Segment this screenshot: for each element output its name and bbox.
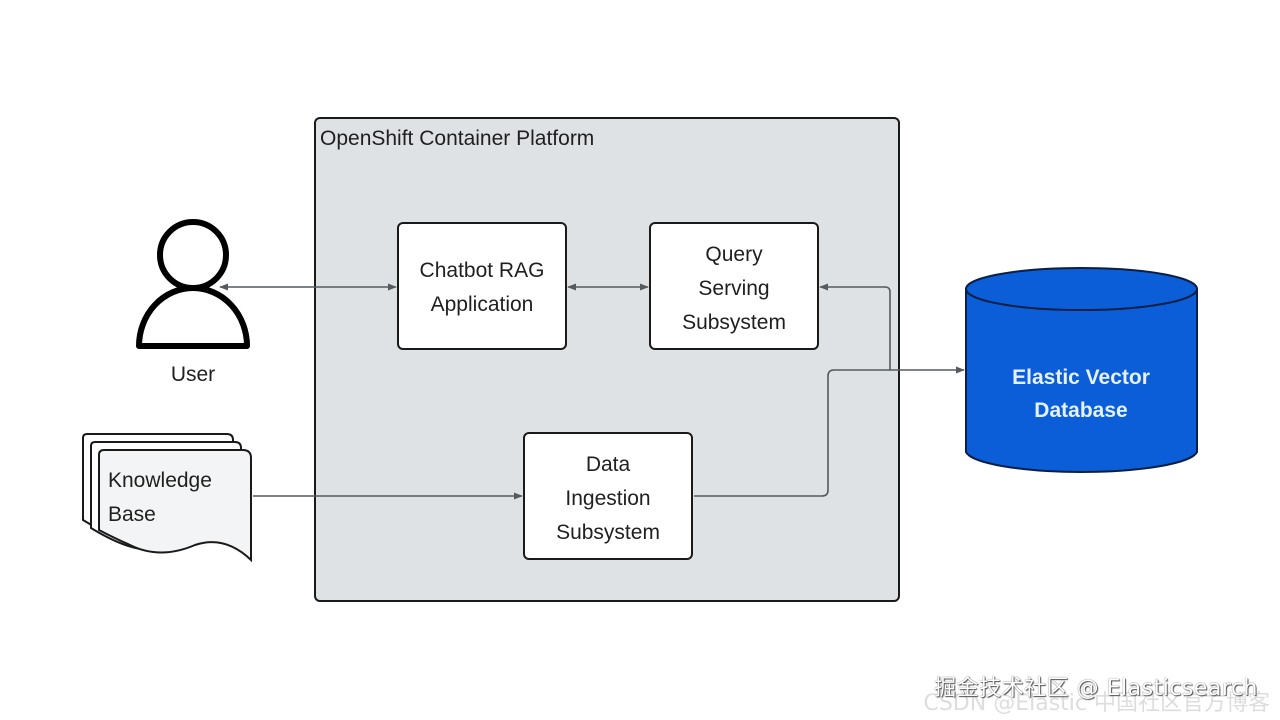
database-label-line1: Elastic Vector [1012, 366, 1150, 389]
knowledge-base-label-line1: Knowledge [108, 469, 212, 492]
user-body-icon [136, 285, 250, 349]
document-stack-front-icon [98, 449, 252, 563]
database-cylinder-body-icon [965, 288, 1198, 473]
database-label-line2: Database [1034, 399, 1127, 422]
user-actor[interactable]: User [136, 219, 250, 386]
query-serving-subsystem-node[interactable]: Query Serving Subsystem [649, 222, 819, 350]
elastic-vector-database[interactable]: Elastic Vector Database [965, 267, 1198, 473]
knowledge-base[interactable]: Knowledge Base [82, 433, 252, 563]
database-cylinder-top-icon [965, 267, 1198, 311]
chatbot-label-line1: Chatbot RAG [420, 259, 545, 282]
query-label-line3: Subsystem [682, 311, 786, 334]
watermark-secondary: CSDN @Elastic 中国社区官方博客 [923, 691, 1270, 716]
data-ingestion-subsystem-node[interactable]: Data Ingestion Subsystem [523, 432, 693, 560]
knowledge-base-label-line2: Base [108, 503, 156, 526]
user-head-icon [157, 219, 229, 291]
connector-query-database [819, 283, 965, 374]
query-box [649, 222, 819, 350]
query-label-line1: Query [705, 243, 763, 266]
user-label: User [171, 363, 215, 386]
ingestion-box [523, 432, 693, 560]
connector-ingestion-database [694, 369, 890, 497]
chatbot-label-line2: Application [431, 293, 534, 316]
ingestion-label-line3: Subsystem [556, 521, 660, 544]
chatbot-box [397, 222, 567, 350]
container-label: OpenShift Container Platform [320, 127, 594, 150]
chatbot-rag-application-node[interactable]: Chatbot RAG Application [397, 222, 567, 350]
query-label-line2: Serving [698, 277, 769, 300]
ingestion-label-line2: Ingestion [565, 487, 650, 510]
watermark-primary: 掘金技术社区 @ Elasticsearch [934, 676, 1258, 701]
ingestion-label-line1: Data [586, 453, 631, 476]
